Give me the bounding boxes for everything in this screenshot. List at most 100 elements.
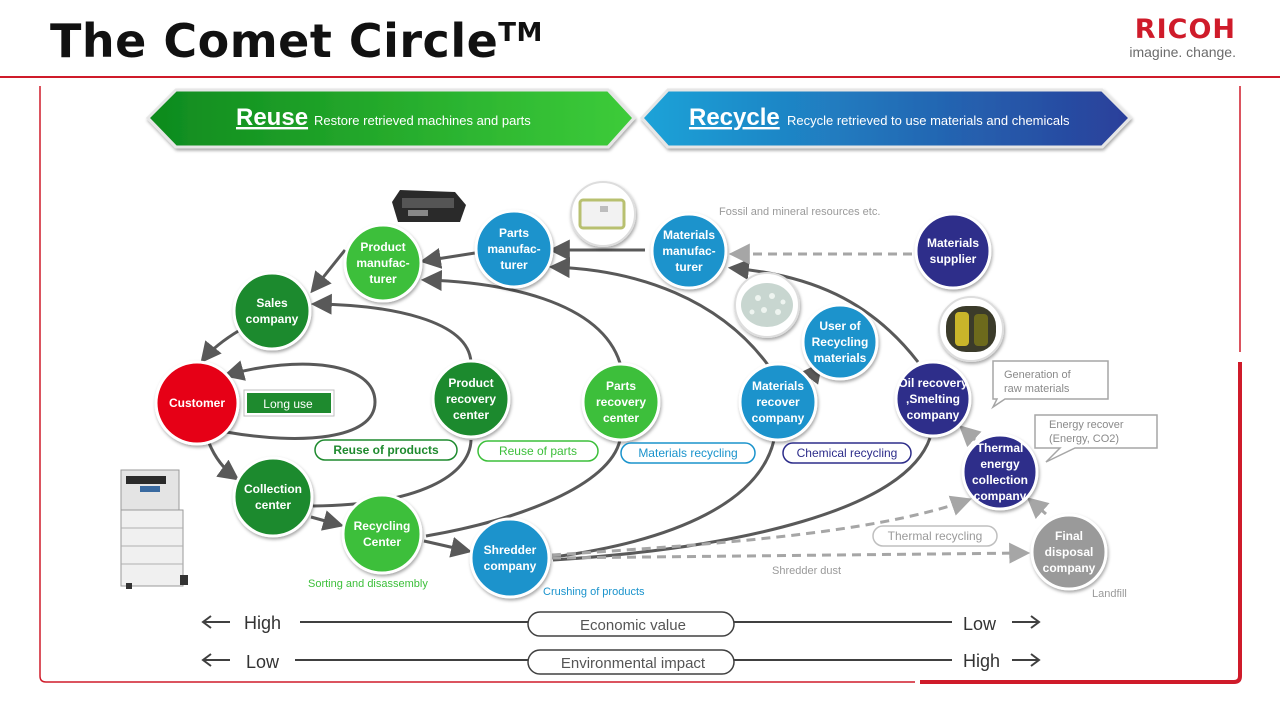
node-label-line: company xyxy=(1043,561,1096,575)
node-circle xyxy=(650,212,728,290)
node-label-line: company xyxy=(246,312,299,326)
callout-energy-recover: Energy recover (Energy, CO2) xyxy=(1034,414,1158,463)
annotation-crushing: Crushing of products xyxy=(543,586,645,598)
node-circle xyxy=(801,303,879,381)
node-label-line: center xyxy=(255,498,291,512)
annotation-sorting: Sorting and disassembly xyxy=(308,578,428,590)
scale-economic-right: Low xyxy=(963,614,997,634)
node-product-recovery: Product recovery center xyxy=(431,359,511,439)
callout-energy-line-2: (Energy, CO2) xyxy=(1049,433,1119,445)
copier-machine-image xyxy=(120,469,188,589)
node-label-line: Oil recovery xyxy=(898,376,968,390)
node-label-line: energy xyxy=(980,457,1020,471)
annotation-landfill: Landfill xyxy=(1092,588,1127,600)
recycle-banner xyxy=(639,88,1133,149)
brand-logo: RICOH imagine. change. xyxy=(1129,14,1236,61)
node-label-line: center xyxy=(603,411,639,425)
plastic-pellets-image xyxy=(734,272,800,338)
scale-economic-label: Economic value xyxy=(580,617,686,634)
node-label-line: supplier xyxy=(930,252,977,266)
trademark-mark: TM xyxy=(498,18,543,48)
loop-reuse-products xyxy=(313,304,473,508)
loop-long-use xyxy=(222,360,377,440)
node-label-line: company xyxy=(484,559,537,573)
node-product-mfr: Product manufac-turer xyxy=(343,223,423,303)
node-circle xyxy=(431,359,511,439)
node-circle xyxy=(581,362,661,442)
scale-env-left: Low xyxy=(246,652,280,672)
node-circle xyxy=(1030,513,1108,591)
node-label-line: Center xyxy=(363,535,401,549)
flow-arrows xyxy=(200,239,932,562)
node-circle xyxy=(232,456,314,538)
arrow-shredder-to-thermal xyxy=(551,495,972,557)
node-label-line: turer xyxy=(369,272,397,286)
tag-long-use-text: Long use xyxy=(263,397,313,411)
frame-left xyxy=(39,86,915,683)
node-label-line: manufac- xyxy=(356,256,409,270)
scale-economic-value: High Economic value Low xyxy=(201,611,1041,637)
node-label-line: manufac- xyxy=(487,242,540,256)
node-label-line: Parts xyxy=(499,226,529,240)
frame-right-bold xyxy=(920,362,1242,684)
node-circle xyxy=(341,493,423,575)
arrow-collection-to-recycling xyxy=(310,510,345,531)
node-label-line: Product xyxy=(448,376,493,390)
arrow-thermal-to-oil xyxy=(958,425,982,448)
node-label-line: Product xyxy=(360,240,405,254)
node-label-line: Recycling xyxy=(354,519,411,533)
callout-raw-line-2: raw materials xyxy=(1004,383,1070,395)
node-circle xyxy=(738,362,818,442)
node-label-line: Materials xyxy=(752,379,804,393)
scale-economic-left-arrow xyxy=(201,615,230,629)
scale-economic-right-arrow xyxy=(1012,615,1041,629)
node-parts-mfr: Parts manufac-turer xyxy=(474,209,554,289)
brand-name: RICOH xyxy=(1134,14,1236,45)
callout-raw-line-1: Generation of xyxy=(1004,369,1072,381)
node-circle xyxy=(343,223,423,303)
node-label-line: manufac- xyxy=(662,244,715,258)
scale-economic-left: High xyxy=(244,613,281,633)
scale-env-label: Environmental impact xyxy=(561,655,706,672)
arrow-parts-to-product xyxy=(419,248,476,269)
node-circle xyxy=(961,433,1039,511)
scale-environmental-impact: Low Environmental impact High xyxy=(201,649,1041,675)
tag-thermal-recycling-text: Thermal recycling xyxy=(888,529,983,543)
dashed-flows xyxy=(551,243,1050,564)
scale-env-right: High xyxy=(963,651,1000,671)
node-label-line: recovery xyxy=(446,392,496,406)
node-label-line: Materials xyxy=(927,236,979,250)
tag-reuse-parts-text: Reuse of parts xyxy=(499,444,577,458)
tag-thermal-recycling: Thermal recycling xyxy=(872,525,998,547)
page-title: The Comet CircleTM xyxy=(50,14,543,68)
node-label-line: Parts xyxy=(606,379,636,393)
reuse-description: Restore retrieved machines and parts xyxy=(314,113,531,128)
node-label-line: Final xyxy=(1055,529,1083,543)
node-label-line: center xyxy=(453,408,489,422)
tag-reuse-parts: Reuse of parts xyxy=(477,440,599,462)
node-label-line: ,Smelting xyxy=(906,392,960,406)
node-circle xyxy=(469,517,551,599)
node-label-line: Thermal xyxy=(977,441,1024,455)
node-circle xyxy=(232,271,312,351)
arrow-recycling-to-shredder xyxy=(423,537,473,558)
tag-long-use: Long use xyxy=(243,389,335,417)
callout-raw-materials: Generation of raw materials xyxy=(991,360,1109,410)
arrow-disposal-to-thermal xyxy=(1026,497,1050,519)
node-circle xyxy=(154,360,240,446)
loop-reuse-parts xyxy=(425,280,622,538)
node-label-line: Recycling xyxy=(812,335,869,349)
scale-env-right-arrow xyxy=(1012,653,1041,667)
loop-materials xyxy=(553,267,776,559)
node-label-line: turer xyxy=(500,258,528,272)
tag-reuse-products-text: Reuse of products xyxy=(333,443,439,457)
